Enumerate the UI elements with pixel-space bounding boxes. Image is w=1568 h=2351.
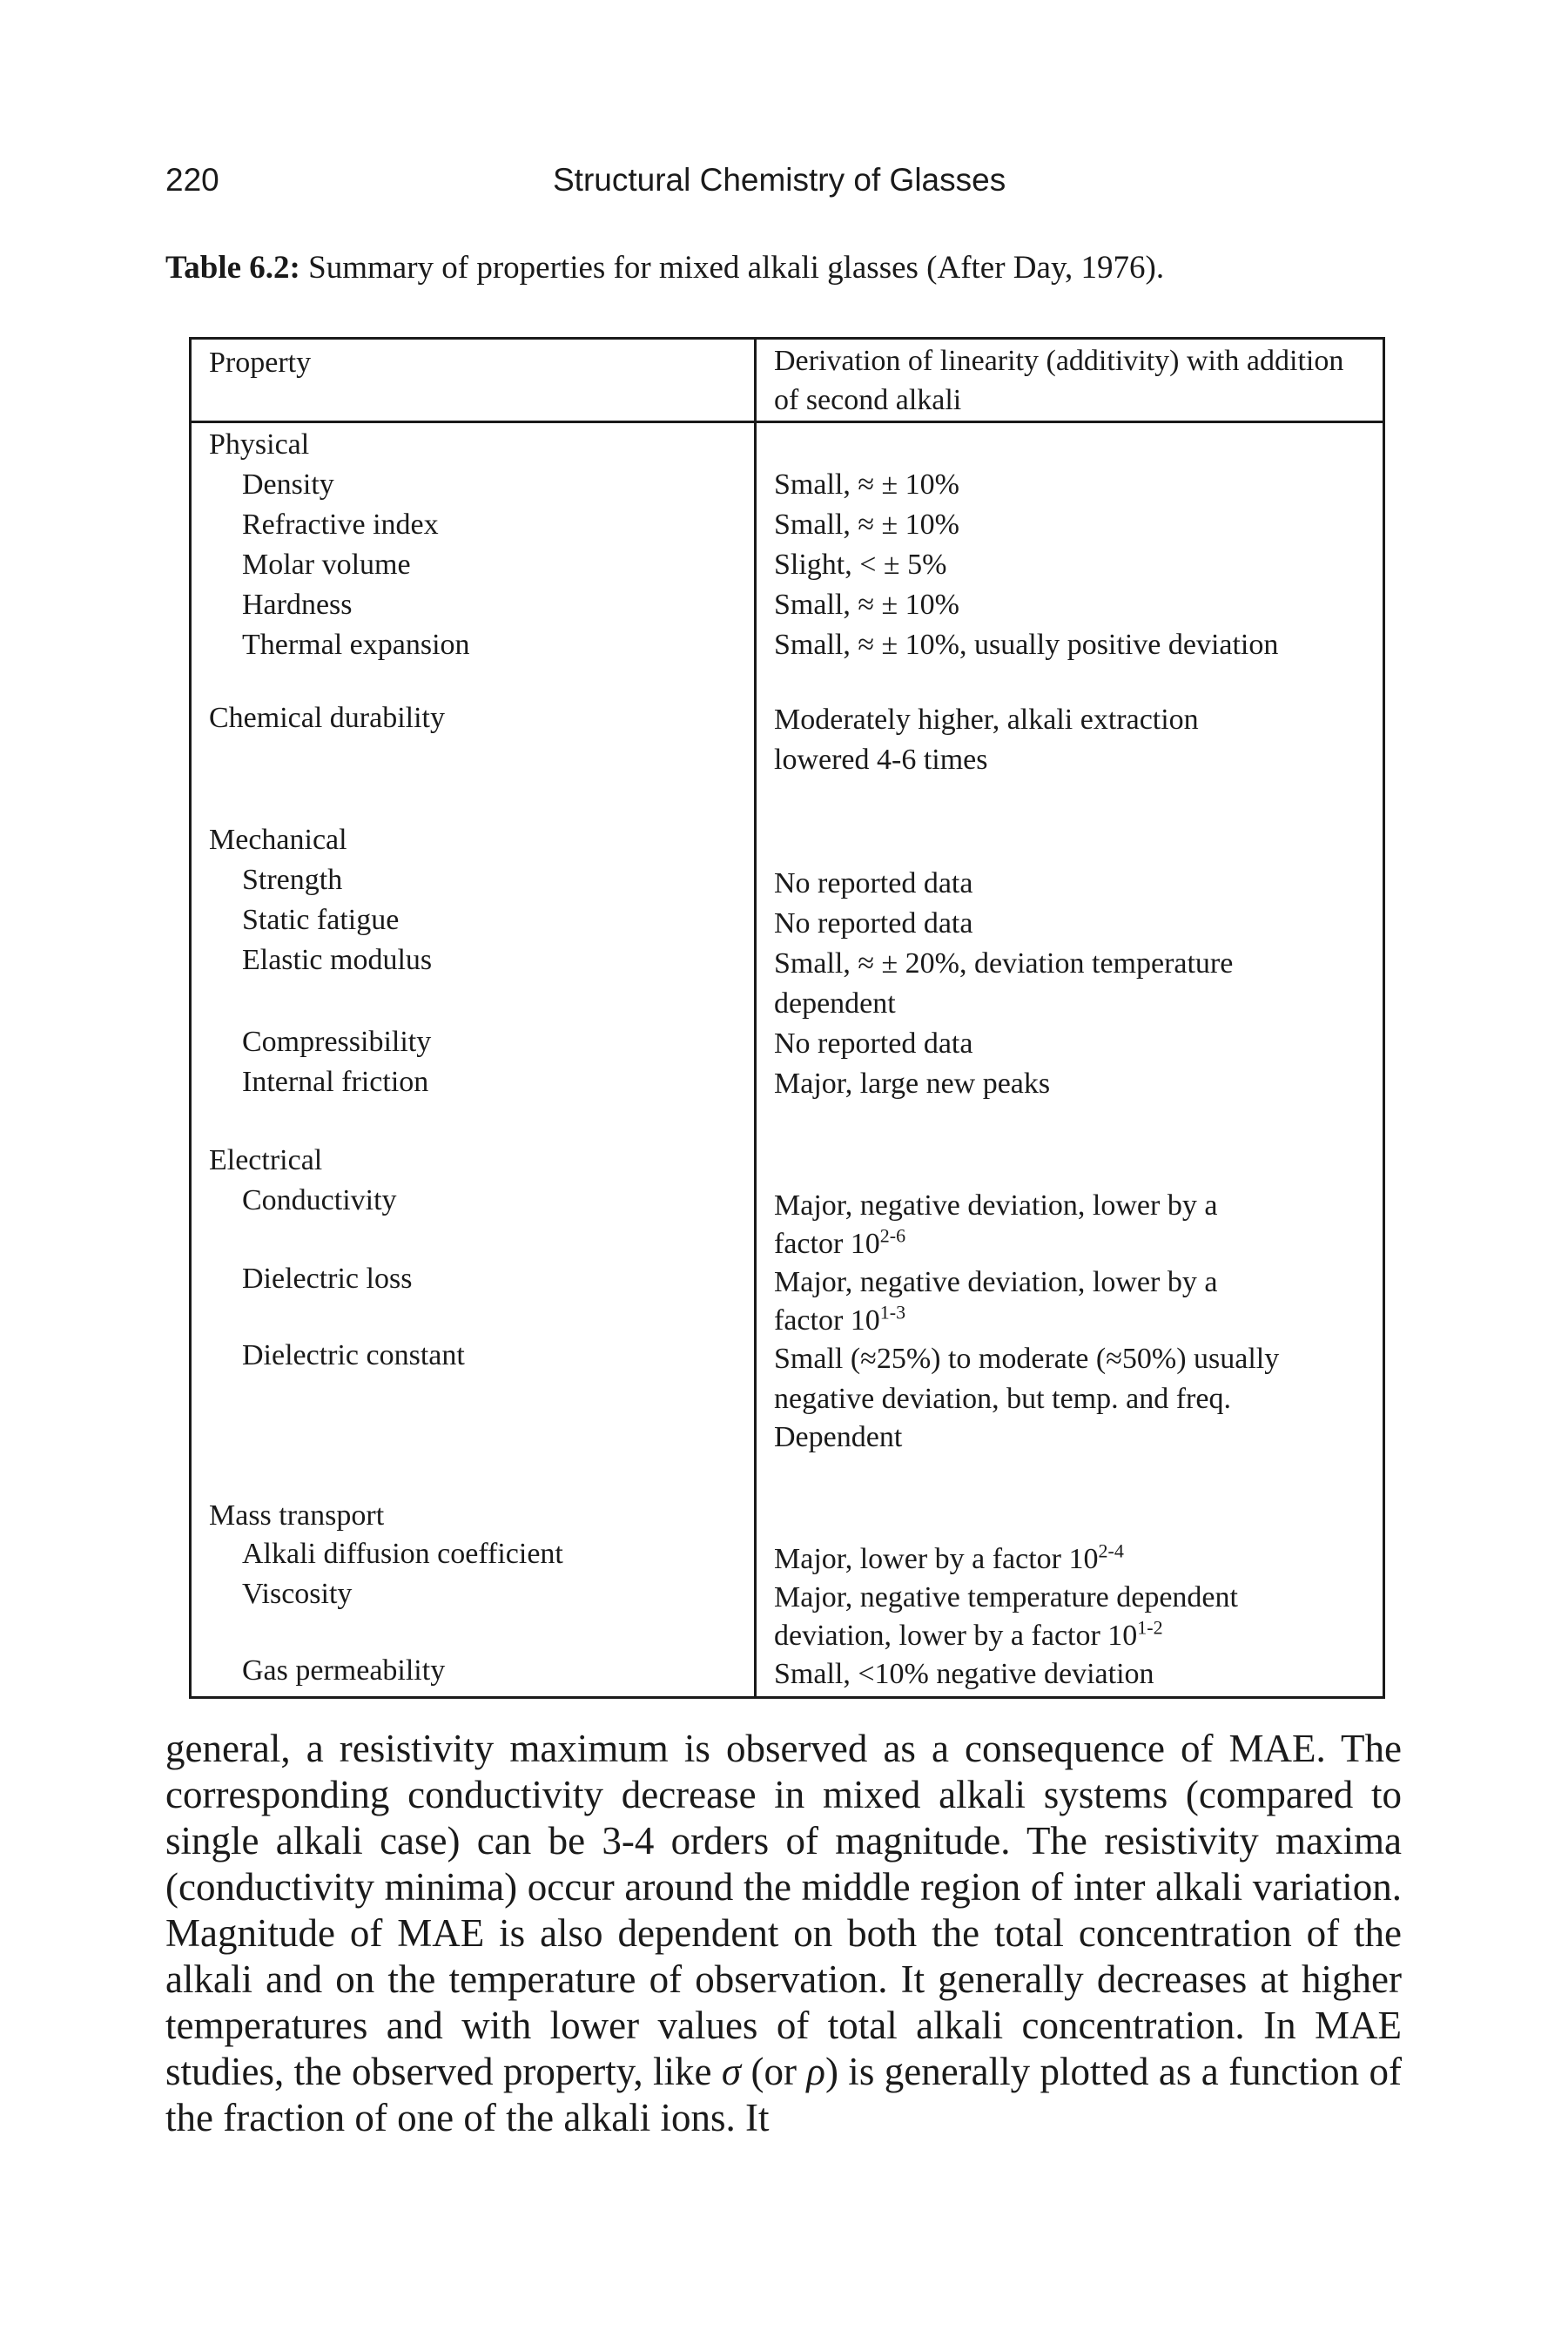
sigma-symbol: σ: [721, 2050, 742, 2093]
group-electrical: Electrical: [209, 1144, 323, 1176]
row-dielectric-constant-value-line3: Dependent: [774, 1421, 903, 1453]
dielectric-loss-exponent: 1-3: [879, 1301, 906, 1324]
body-text-part3: ) is generally plotted as a function of …: [165, 2050, 1402, 2139]
row-conductivity-value-line2: factor 102-6: [774, 1224, 906, 1261]
row-thermal-expansion-label: Thermal expansion: [242, 629, 470, 661]
row-viscosity-value-line1: Major, negative temperature dependent: [774, 1581, 1238, 1613]
row-molar-volume-label: Molar volume: [242, 549, 411, 581]
row-chemical-value-line2: lowered 4-6 times: [774, 744, 988, 776]
row-dielectric-loss-label: Dielectric loss: [242, 1263, 413, 1295]
row-internal-friction-label: Internal friction: [242, 1066, 429, 1098]
group-mass-transport: Mass transport: [209, 1499, 385, 1532]
page-header: 220 Structural Chemistry of Glasses: [165, 162, 1384, 205]
table-caption-label: Table 6.2:: [165, 250, 300, 286]
row-dielectric-constant-value-line2: negative deviation, but temp. and freq.: [774, 1383, 1231, 1415]
row-refractive-index-value: Small, ≈ ± 10%: [774, 509, 959, 541]
viscosity-exponent: 1-2: [1137, 1616, 1163, 1639]
row-static-fatigue-value: No reported data: [774, 907, 973, 940]
header-deviation: Derivation of linearity (additivity) wit…: [774, 345, 1344, 416]
conductivity-exponent: 2-6: [879, 1224, 906, 1247]
rho-symbol: ρ: [806, 2050, 825, 2093]
row-internal-friction-value: Major, large new peaks: [774, 1068, 1051, 1100]
row-elastic-modulus-label: Elastic modulus: [242, 944, 433, 976]
row-chemical-value-line1: Moderately higher, alkali extraction: [774, 704, 1199, 736]
body-text-part2: (or: [741, 2050, 807, 2093]
body-paragraph: general, a resistivity maximum is observ…: [165, 1726, 1402, 2141]
row-viscosity-label: Viscosity: [242, 1578, 353, 1610]
table-caption: Table 6.2: Summary of properties for mix…: [165, 249, 1402, 286]
row-dielectric-loss-value-line2: factor 101-3: [774, 1301, 906, 1337]
body-text-part1: general, a resistivity maximum is observ…: [165, 1727, 1402, 2093]
column-divider: [754, 340, 757, 1696]
row-gas-permeability-value: Small, <10% negative deviation: [774, 1658, 1154, 1690]
row-conductivity-value-line1: Major, negative deviation, lower by a: [774, 1189, 1218, 1222]
properties-table: Property Derivation of linearity (additi…: [189, 337, 1385, 1699]
header-divider: [192, 421, 1383, 423]
row-elastic-modulus-value-line2: dependent: [774, 987, 896, 1020]
alkali-diffusion-exponent: 2-4: [1098, 1539, 1124, 1562]
alkali-diffusion-factor: Major, lower by a factor 10: [774, 1543, 1099, 1575]
conductivity-factor: factor 10: [774, 1228, 880, 1260]
row-conductivity-label: Conductivity: [242, 1184, 397, 1216]
page-number: 220: [165, 162, 219, 198]
row-hardness-value: Small, ≈ ± 10%: [774, 589, 959, 621]
row-density-label: Density: [242, 468, 334, 501]
row-static-fatigue-label: Static fatigue: [242, 904, 400, 936]
row-density-value: Small, ≈ ± 10%: [774, 468, 959, 501]
row-elastic-modulus-value-line1: Small, ≈ ± 20%, deviation temperature: [774, 947, 1234, 980]
running-title: Structural Chemistry of Glasses: [553, 162, 1006, 198]
row-strength-label: Strength: [242, 864, 343, 896]
dielectric-loss-factor: factor 10: [774, 1304, 880, 1337]
row-molar-volume-value: Slight, < ± 5%: [774, 549, 947, 581]
header-property: Property: [209, 347, 312, 379]
row-refractive-index-label: Refractive index: [242, 509, 439, 541]
row-compressibility-value: No reported data: [774, 1027, 973, 1060]
row-strength-value: No reported data: [774, 867, 973, 899]
row-dielectric-constant-value-line1: Small (≈25%) to moderate (≈50%) usually: [774, 1343, 1280, 1375]
body-paragraph-text: general, a resistivity maximum is observ…: [165, 1726, 1402, 2141]
row-dielectric-constant-label: Dielectric constant: [242, 1339, 465, 1371]
row-dielectric-loss-value-line1: Major, negative deviation, lower by a: [774, 1266, 1218, 1298]
row-compressibility-label: Compressibility: [242, 1026, 432, 1058]
row-hardness-label: Hardness: [242, 589, 353, 621]
group-chemical-durability: Chemical durability: [209, 702, 445, 734]
table-caption-text: Summary of properties for mixed alkali g…: [299, 250, 1165, 286]
group-physical: Physical: [209, 428, 310, 461]
row-gas-permeability-label: Gas permeability: [242, 1654, 446, 1687]
row-viscosity-value-line2: deviation, lower by a factor 101-2: [774, 1616, 1163, 1653]
row-thermal-expansion-value: Small, ≈ ± 10%, usually positive deviati…: [774, 629, 1279, 661]
row-alkali-diffusion-value: Major, lower by a factor 102-4: [774, 1539, 1124, 1576]
group-mechanical: Mechanical: [209, 824, 347, 856]
row-alkali-diffusion-label: Alkali diffusion coefficient: [242, 1538, 563, 1570]
viscosity-factor: deviation, lower by a factor 10: [774, 1620, 1138, 1652]
